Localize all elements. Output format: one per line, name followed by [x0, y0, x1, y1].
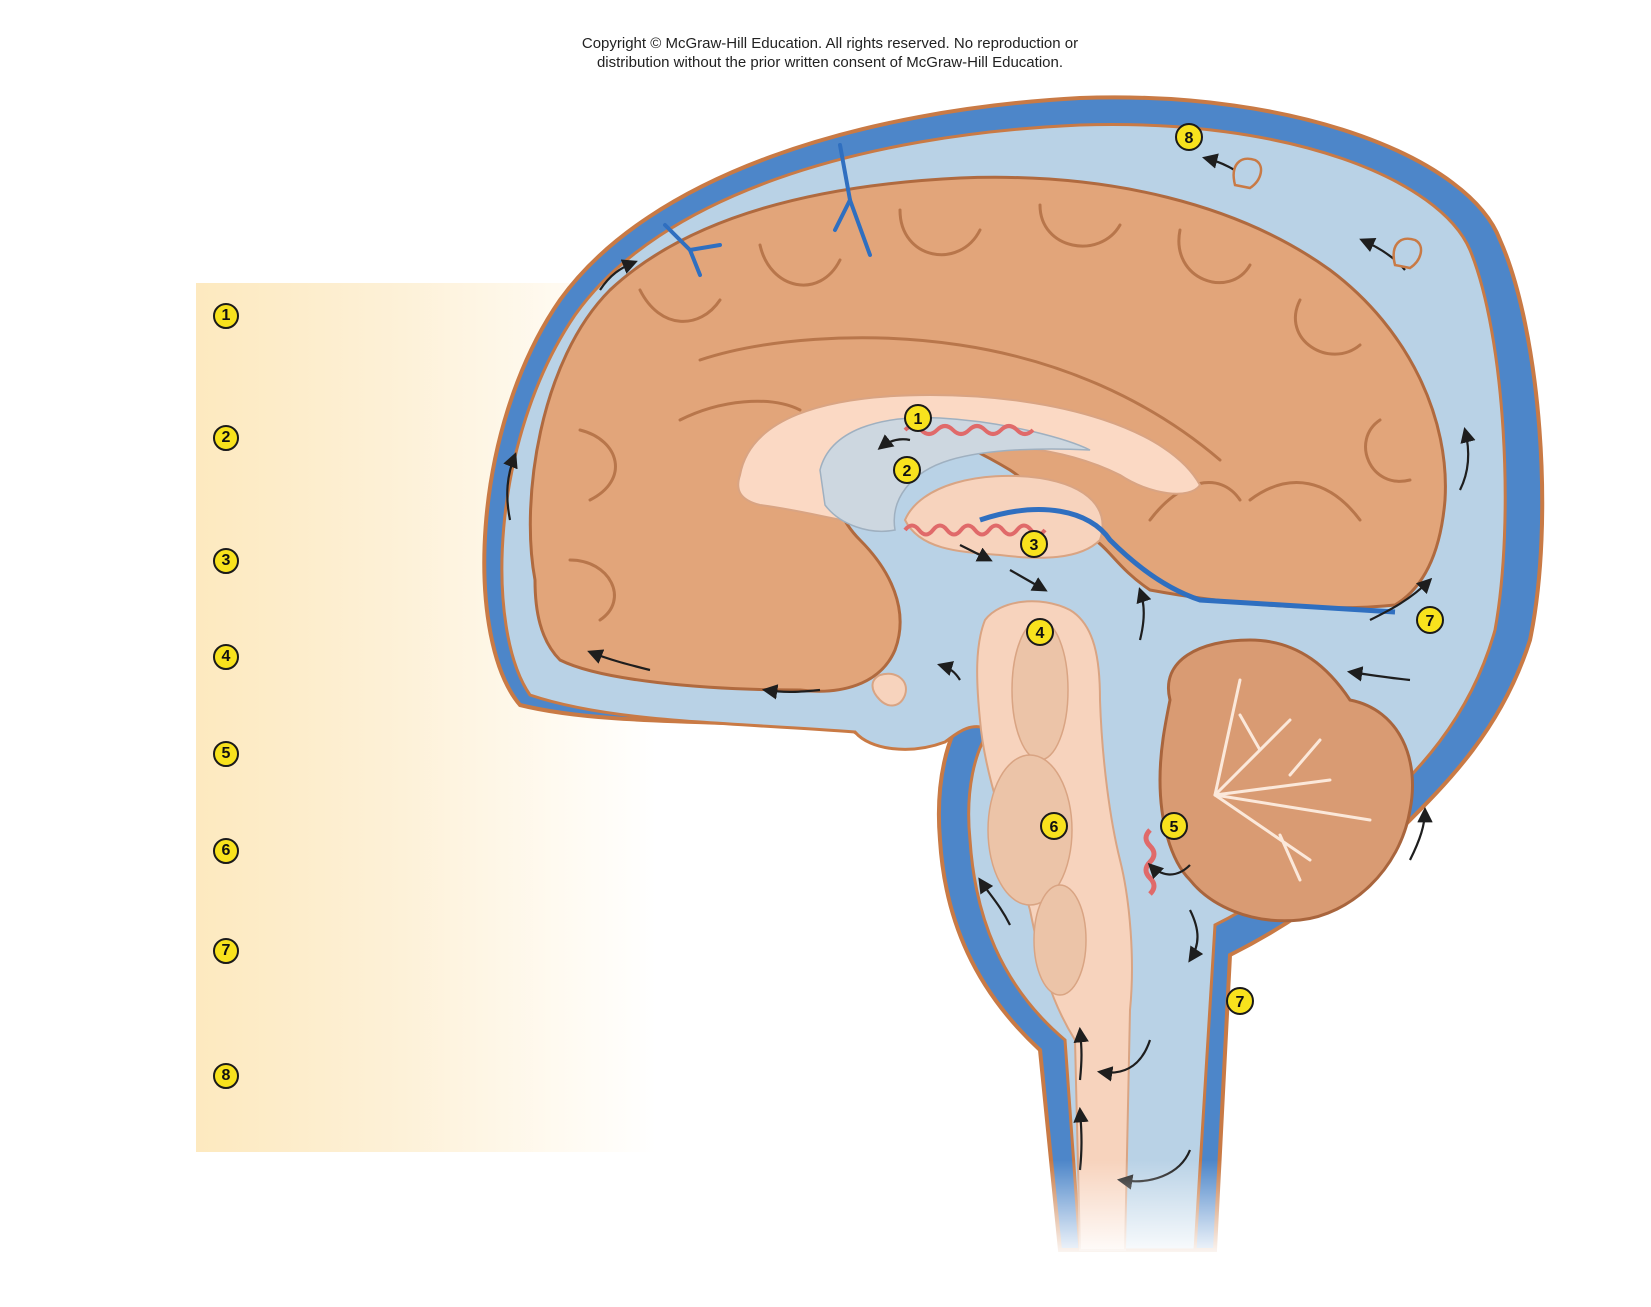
- diagram-label-5: 5: [1160, 812, 1188, 840]
- choroid-plexus-lateral: [903, 424, 1035, 436]
- pituitary-region: [871, 672, 907, 707]
- svg-text:7: 7: [1426, 613, 1435, 630]
- svg-text:7: 7: [1236, 994, 1245, 1011]
- diagram-label-3: 3: [1020, 530, 1048, 558]
- legend-marker-8: 8: [213, 1063, 239, 1089]
- svg-text:2: 2: [903, 463, 912, 480]
- diagram-label-7-upper: 7: [1416, 606, 1444, 634]
- diagram-label-7-lower: 7: [1226, 987, 1254, 1015]
- cortical-veins: [663, 143, 872, 277]
- arachnoid-granulations: [1232, 157, 1423, 270]
- thalamus: [903, 474, 1104, 559]
- choroid-plexus-third: [903, 523, 1047, 537]
- diagram-label-1: 1: [904, 404, 932, 432]
- cerebellum-arbor-vitae: [1213, 678, 1372, 882]
- choroid-plexus-fourth: [1143, 828, 1157, 896]
- choroid-vessel: [979, 507, 1396, 615]
- brainstem-nuclei: [987, 619, 1087, 996]
- svg-text:3: 3: [1030, 537, 1039, 554]
- copyright-line-1: Copyright © McGraw-Hill Education. All r…: [581, 35, 1079, 52]
- diagram-label-2: 2: [893, 456, 921, 484]
- legend-marker-3: 3: [213, 548, 239, 574]
- csf-flow-arrows: [503, 153, 1476, 1190]
- svg-text:5: 5: [1170, 819, 1179, 836]
- svg-text:1: 1: [914, 411, 923, 428]
- diagram-label-6: 6: [1040, 812, 1068, 840]
- svg-text:6: 6: [1050, 819, 1059, 836]
- legend-marker-1: 1: [213, 303, 239, 329]
- legend-marker-2: 2: [213, 425, 239, 451]
- svg-text:8: 8: [1185, 130, 1194, 147]
- legend-marker-4: 4: [213, 644, 239, 670]
- legend-marker-6: 6: [213, 838, 239, 864]
- copyright-line-2: distribution without the prior written c…: [596, 54, 1064, 71]
- diagram-label-4: 4: [1026, 618, 1054, 646]
- copyright-notice: Copyright © McGraw-Hill Education. All r…: [520, 34, 1140, 72]
- spinal-cord-fade: [1040, 1160, 1240, 1260]
- diagram-label-8: 8: [1175, 123, 1203, 151]
- legend-marker-7: 7: [213, 938, 239, 964]
- legend-marker-5: 5: [213, 741, 239, 767]
- cerebral-gyri: [568, 203, 1412, 622]
- svg-text:4: 4: [1036, 625, 1045, 642]
